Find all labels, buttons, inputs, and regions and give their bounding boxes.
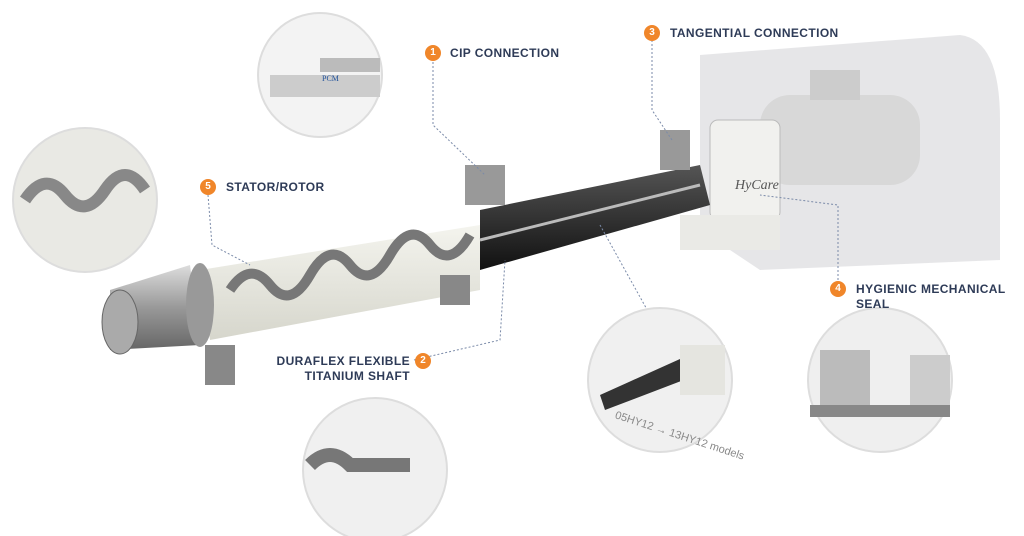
callout-label-duraflex-shaft: DURAFLEX FLEXIBLE TITANIUM SHAFT xyxy=(276,354,410,383)
rotor xyxy=(225,229,475,301)
callout-label-hygienic-mechanical-seal: HYGIENIC MECHANICAL SEAL xyxy=(856,282,1006,311)
seal-housing xyxy=(709,119,781,221)
hycare-logo: HyCare xyxy=(735,178,779,193)
cip-port xyxy=(465,165,505,205)
motor xyxy=(760,95,920,185)
skid-logo: PCM xyxy=(322,74,339,83)
callout-badge-4: 4 xyxy=(830,281,846,297)
callout-label-cip-connection: CIP CONNECTION xyxy=(450,46,560,60)
inlet-flange xyxy=(101,289,139,355)
callout-badge-2: 2 xyxy=(415,353,431,369)
tangential-port xyxy=(660,130,690,170)
motor-terminal-box xyxy=(810,70,860,100)
stator-tube xyxy=(200,225,480,340)
callout-label-tangential-connection: TANGENTIAL CONNECTION xyxy=(670,26,839,40)
callout-badge-5: 5 xyxy=(200,179,216,195)
rotor-section xyxy=(480,165,710,270)
inset-stator-rotor xyxy=(12,127,158,273)
callout-badge-1: 1 xyxy=(425,45,441,61)
callout-badge-3: 3 xyxy=(644,25,660,41)
base xyxy=(680,215,780,250)
callout-label-stator-rotor: STATOR/ROTOR xyxy=(226,180,325,194)
